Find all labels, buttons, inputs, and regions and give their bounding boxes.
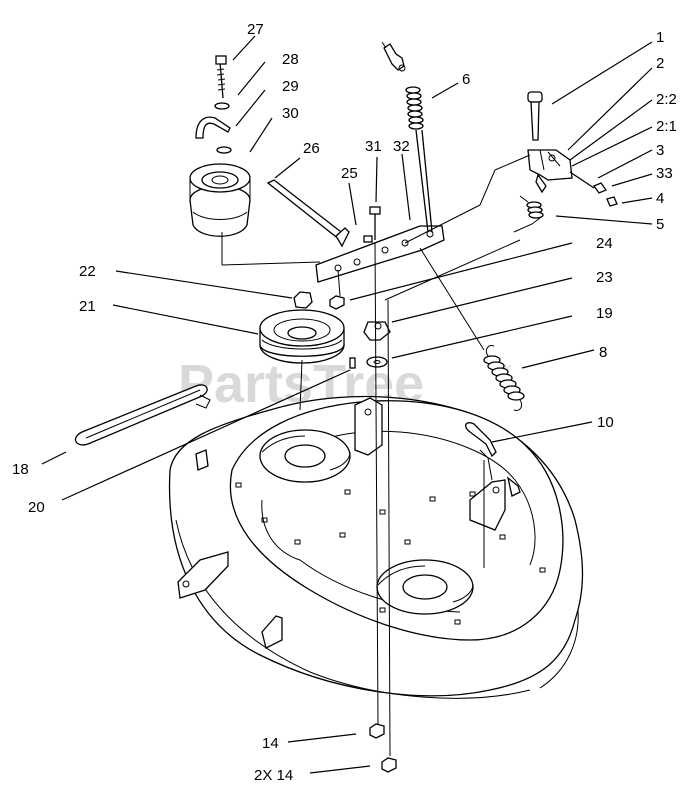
drive-belt bbox=[74, 384, 211, 446]
mower-deck bbox=[168, 395, 584, 699]
callout-27: 27 bbox=[247, 21, 264, 38]
callout-32: 32 bbox=[393, 138, 410, 155]
callout-2: 2 bbox=[656, 55, 664, 72]
callout-14: 14 bbox=[262, 735, 279, 752]
callout-23: 23 bbox=[596, 269, 613, 286]
callout-30: 30 bbox=[282, 105, 299, 122]
callout-28: 28 bbox=[282, 51, 299, 68]
callout-4: 4 bbox=[656, 190, 664, 207]
callout-2x14: 2X 14 bbox=[254, 767, 293, 784]
callout-10: 10 bbox=[597, 414, 614, 431]
callout-8: 8 bbox=[599, 344, 607, 361]
callout-25: 25 bbox=[341, 165, 358, 182]
callout-6: 6 bbox=[462, 71, 470, 88]
callout-5: 5 bbox=[656, 216, 664, 233]
callout-33: 33 bbox=[656, 165, 673, 182]
callout-22: 22 bbox=[79, 263, 96, 280]
callout-31: 31 bbox=[365, 138, 382, 155]
callout-21: 21 bbox=[79, 298, 96, 315]
spring-assembly-6 bbox=[381, 41, 433, 233]
callout-19: 19 bbox=[596, 305, 613, 322]
assembly-center-lines bbox=[221, 154, 531, 757]
spring-assembly-8 bbox=[465, 345, 525, 458]
spindle-pulley-assembly bbox=[259, 291, 345, 364]
callout-2-2: 2:2 bbox=[656, 91, 677, 108]
callout-26: 26 bbox=[303, 140, 320, 157]
callout-2-1: 2:1 bbox=[656, 118, 677, 135]
callout-labels: 27 28 29 30 26 25 31 32 6 1 2 2:2 2:1 3 … bbox=[12, 21, 677, 784]
callout-1: 1 bbox=[656, 29, 664, 46]
bottom-nuts bbox=[369, 723, 397, 773]
callout-20: 20 bbox=[28, 499, 45, 516]
idler-pulley-assembly bbox=[189, 55, 251, 237]
callout-24: 24 bbox=[596, 235, 613, 252]
callout-3: 3 bbox=[656, 142, 664, 159]
callout-29: 29 bbox=[282, 78, 299, 95]
callout-18: 18 bbox=[12, 461, 29, 478]
tension-bracket-assembly bbox=[513, 91, 618, 233]
leader-lines bbox=[41, 35, 653, 774]
